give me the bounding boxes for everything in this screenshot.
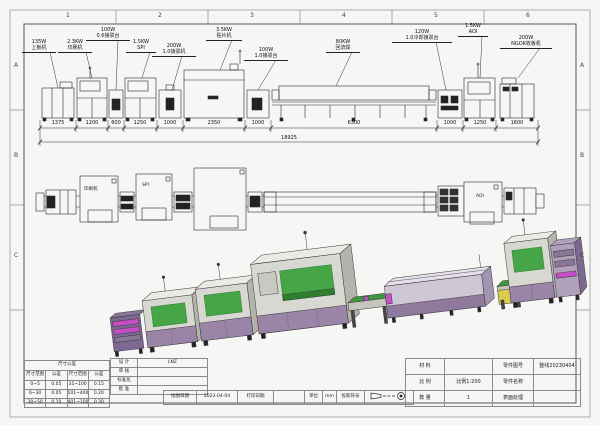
zone-row-c-left: C <box>14 252 19 259</box>
tol-header: 公差 <box>87 370 111 381</box>
dim-6300: 6300 <box>347 120 361 126</box>
draw-date-label: 绘图日期 <box>163 390 197 405</box>
zone-col-4: 4 <box>342 12 346 19</box>
tol-cell: 0.10 <box>45 398 68 408</box>
zone-row-a-right: A <box>580 62 585 69</box>
dimension-chain <box>37 120 541 146</box>
dim-1200: 1200 <box>85 120 99 126</box>
projection-symbol-cell <box>364 390 414 405</box>
dim-total: 18925 <box>281 135 297 141</box>
title-block: 材 料 零件图号 整线20230404 比 例 比例1:200 零件名称 数 量… <box>405 358 581 407</box>
approval-value <box>137 367 208 377</box>
qty-value: 1 <box>444 390 493 407</box>
tol-cell: 6~30 <box>23 389 47 399</box>
projection-label: 投影符号 <box>336 390 365 405</box>
tol-header: 公差 <box>45 370 68 381</box>
material-label: 材 料 <box>405 358 445 375</box>
part-no-value: 整线20230404 <box>533 358 581 375</box>
leader-lines <box>49 35 541 91</box>
zone-row-c-right: C <box>580 252 585 259</box>
dim-1000: 1000 <box>163 120 177 126</box>
unit-label: 单位 <box>304 390 323 405</box>
elevation-view <box>41 49 535 122</box>
dim-2350: 2350 <box>207 120 221 126</box>
tol-cell: 401~1000 <box>66 398 89 408</box>
scale-label: 比 例 <box>405 374 445 391</box>
tol-cell: 0~5 <box>23 380 47 390</box>
part-no-label: 零件图号 <box>492 358 534 375</box>
tol-cell: 31~100 <box>66 380 89 390</box>
print-date-label: 打印日期 <box>237 390 274 405</box>
tol-cell: 0.05 <box>45 389 68 399</box>
dim-1000c: 1000 <box>443 120 457 126</box>
part-name-value <box>533 374 581 391</box>
first-angle-projection-icon <box>370 392 405 400</box>
tol-cell: 0.05 <box>45 380 68 390</box>
isometric-view <box>109 218 588 357</box>
tol-cell: 101~400 <box>66 389 89 399</box>
tol-cell: 0.15 <box>87 380 111 390</box>
zone-col-2: 2 <box>158 12 162 19</box>
dim-600: 600 <box>111 120 121 126</box>
dim-1000b: 1000 <box>251 120 265 126</box>
zone-row-a-left: A <box>14 62 19 69</box>
tolerance-title: 尺寸公差 <box>24 360 110 371</box>
zone-row-b-right: B <box>580 152 585 159</box>
dim-1250b: 1250 <box>473 120 487 126</box>
footer-strip: 绘图日期 2023-04-04 打印日期 单位 mm 投影符号 <box>163 390 414 405</box>
surface-label: 表面处理 <box>492 390 534 407</box>
surface-value <box>533 390 581 407</box>
approval-label: 批 准 <box>110 385 138 395</box>
dim-1375: 1375 <box>51 120 65 126</box>
draw-date-value: 2023-04-04 <box>196 390 238 405</box>
part-name-label: 零件名称 <box>492 374 534 391</box>
tol-cell: 0.30 <box>87 398 111 408</box>
dim-1250: 1250 <box>133 120 147 126</box>
unit-value: mm <box>322 390 337 405</box>
tol-header: 尺寸范围 <box>23 370 47 381</box>
plan-view <box>35 167 545 231</box>
approval-value-designer: LNZ <box>137 358 208 368</box>
zone-col-1: 1 <box>66 12 70 19</box>
plan-label-printer: 印刷机 <box>84 187 98 192</box>
zone-dividers <box>10 10 590 311</box>
approval-value <box>137 376 208 386</box>
qty-label: 数 量 <box>405 390 445 407</box>
tol-cell: 30~50 <box>23 398 47 408</box>
zone-col-6: 6 <box>526 12 530 19</box>
zone-row-b-left: B <box>14 152 19 159</box>
dim-1600: 1600 <box>510 120 524 126</box>
approval-label: 审 核 <box>110 367 138 377</box>
tol-cell: 0.20 <box>87 389 111 399</box>
material-value <box>444 358 493 375</box>
print-date-value <box>273 390 305 405</box>
zone-col-5: 5 <box>434 12 438 19</box>
zone-col-3: 3 <box>250 12 254 19</box>
approval-label: 设 计 <box>110 358 138 368</box>
tolerance-table: 尺寸公差 尺寸范围 公差 尺寸范围 公差 0~5 0.05 31~100 0.1… <box>23 360 111 408</box>
plan-label-spi: SPI <box>142 183 149 188</box>
scale-value: 比例1:200 <box>444 374 493 391</box>
plan-label-aoi: AOI <box>476 194 484 199</box>
tol-header: 尺寸范围 <box>66 370 89 381</box>
approval-label: 标准化 <box>110 376 138 386</box>
approval-block: 设 计 LNZ 审 核 标准化 批 准 <box>110 358 208 395</box>
